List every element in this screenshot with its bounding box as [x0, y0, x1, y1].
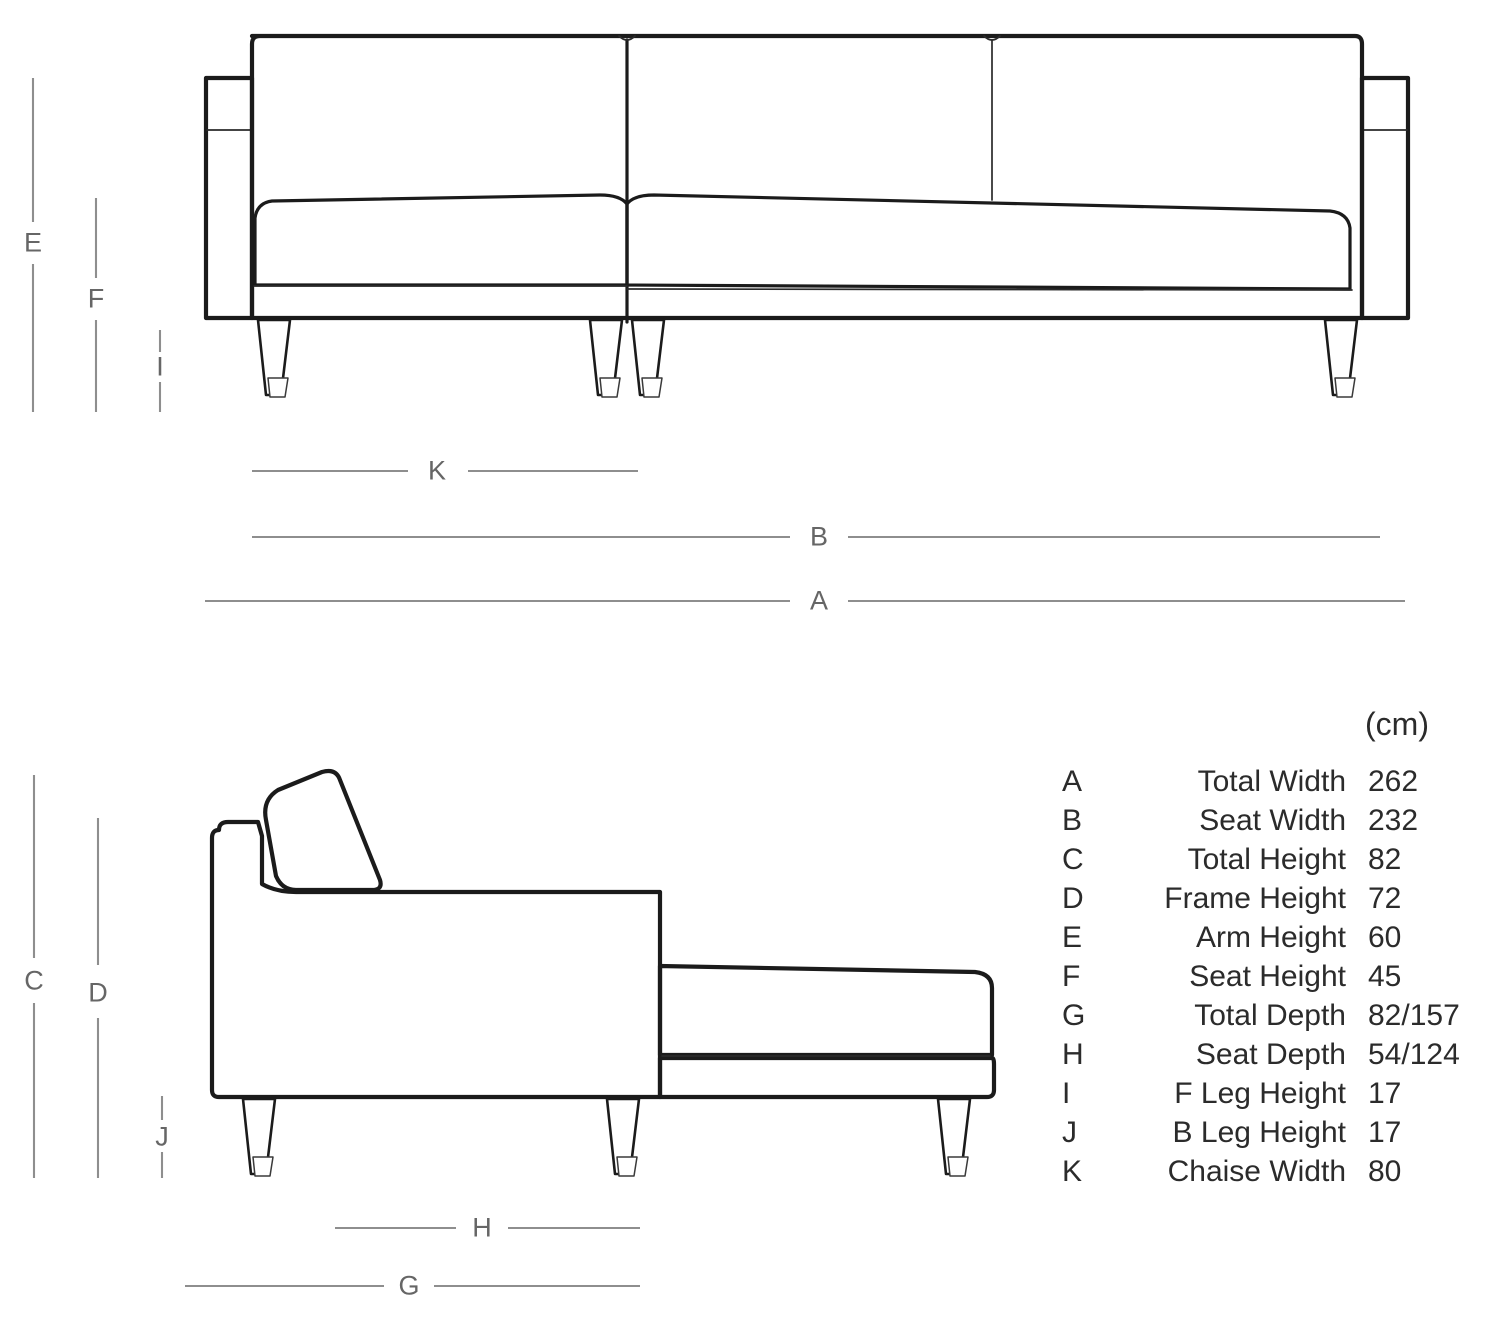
leg-foot-front-mid-a [599, 377, 621, 398]
legend-key: B [1062, 804, 1083, 837]
legend-dimension-name: Total Width [1197, 765, 1346, 798]
legend-dimension-name: Total Height [1187, 843, 1346, 876]
legend-dimension-name: Chaise Width [1167, 1155, 1346, 1188]
side-legs [241, 1097, 972, 1177]
dim-label-G: G [398, 1270, 420, 1301]
seat-cushion-left [253, 193, 629, 287]
legend-key: G [1062, 999, 1086, 1032]
side-chaise-cushion [657, 963, 995, 1058]
dim-label-B: B [809, 521, 829, 552]
legend-key: J [1062, 1116, 1077, 1149]
legend-row: F Seat Height 45 [1040, 960, 1490, 999]
legend-key: K [1062, 1155, 1083, 1188]
legend-dimension-value: 54/124 [1368, 1038, 1460, 1071]
side-chaise-base-rail [657, 1055, 997, 1100]
dim-label-H: H [472, 1212, 492, 1243]
left-arm-panel [203, 75, 255, 321]
dim-label-A: A [809, 585, 829, 616]
leg-foot-side-mid [616, 1156, 638, 1177]
legend-dimension-name: Arm Height [1195, 921, 1346, 954]
seat-cushion-right [625, 193, 1352, 291]
legend-dimension-value: 17 [1368, 1077, 1402, 1110]
dim-label-C: C [24, 965, 44, 996]
sofa-body-outline [249, 33, 1365, 321]
right-arm-panel [1359, 75, 1411, 321]
legend-row: B Seat Width 232 [1040, 804, 1490, 843]
legend-row: G Total Depth 82/157 [1040, 999, 1490, 1038]
dim-label-F: F [87, 283, 105, 314]
base-rail-line-right [626, 288, 1353, 291]
dim-label-J: J [155, 1121, 169, 1152]
legend-row: E Arm Height 60 [1040, 921, 1490, 960]
legend-key: A [1062, 765, 1083, 798]
legend-dimension-name: B Leg Height [1172, 1116, 1346, 1149]
front-dimension-lines [31, 78, 1405, 603]
legend-dimension-name: Frame Height [1164, 882, 1346, 915]
legend-row: C Total Height 82 [1040, 843, 1490, 882]
legend-dimension-value: 82/157 [1368, 999, 1460, 1032]
legend-dimension-value: 80 [1368, 1155, 1402, 1188]
legend-row: I F Leg Height 17 [1040, 1077, 1490, 1116]
back-cushion-notch-left [618, 35, 636, 41]
side-elevation-view [209, 768, 997, 1177]
front-elevation-view [203, 33, 1411, 398]
legend-key: E [1062, 921, 1083, 954]
unit-header: (cm) [1365, 706, 1429, 742]
legend-dimension-name: F Leg Height [1174, 1077, 1346, 1110]
legend-dimension-value: 60 [1368, 921, 1402, 954]
leg-foot-side-rear [947, 1156, 969, 1177]
legend-dimension-name: Seat Width [1199, 804, 1346, 837]
legend-key: D [1062, 882, 1084, 915]
legend-dimension-value: 232 [1368, 804, 1419, 837]
side-arm-and-frame [209, 819, 663, 1100]
legend-dimension-name: Seat Depth [1195, 1038, 1346, 1071]
side-back-cushion [263, 768, 383, 893]
dim-label-K: K [427, 455, 447, 486]
dim-label-E: E [23, 227, 43, 258]
back-cushion-notch-right [983, 35, 1001, 41]
legend-row: D Frame Height 72 [1040, 882, 1490, 921]
legend-dimension-name: Total Depth [1194, 999, 1346, 1032]
legend-dimension-name: Seat Height [1189, 960, 1346, 993]
legend-row: J B Leg Height 17 [1040, 1116, 1490, 1155]
legend-dimension-value: 17 [1368, 1116, 1402, 1149]
leg-foot-front-mid-b [641, 377, 663, 398]
legend-row: H Seat Depth 54/124 [1040, 1038, 1490, 1077]
legend-key: H [1062, 1038, 1084, 1071]
legend-row: A Total Width 262 [1040, 765, 1490, 804]
legend-dimension-value: 45 [1368, 960, 1402, 993]
legend-dimension-value: 72 [1368, 882, 1402, 915]
legend-dimension-value: 262 [1368, 765, 1419, 798]
legend-key: I [1062, 1077, 1071, 1110]
leg-foot-side-front [252, 1156, 274, 1177]
dim-label-D: D [88, 977, 108, 1008]
legend-key: C [1062, 843, 1084, 876]
dim-label-I: I [156, 351, 164, 382]
side-dimension-lines [32, 775, 640, 1288]
legend-row: K Chaise Width 80 [1040, 1155, 1490, 1194]
legend-dimension-value: 82 [1368, 843, 1402, 876]
leg-foot-front-left [267, 377, 289, 398]
leg-foot-front-right [1334, 377, 1356, 398]
legend-key: F [1062, 960, 1081, 993]
front-legs [256, 318, 1359, 398]
